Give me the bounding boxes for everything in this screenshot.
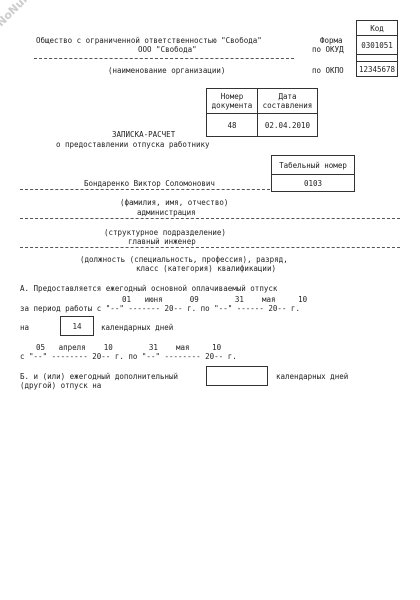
employee-name-underline (20, 189, 270, 190)
position-value: главный инженер (128, 237, 196, 246)
section-a-dates-values: 05 апреля 10 31 мая 10 (36, 343, 222, 352)
department-caption: (структурное подразделение) (104, 228, 226, 237)
position-caption-2: класс (категория) квалификации) (136, 264, 276, 273)
org-short-name: ООО "Свобода" (138, 45, 197, 54)
okpo-code: 12345678 (356, 61, 398, 77)
department-value: администрация (137, 208, 196, 217)
okud-label: по ОКУД (312, 45, 344, 54)
org-caption: (наименование организации) (108, 66, 226, 75)
section-b-days-box (206, 366, 268, 386)
section-a-na-label: на (20, 323, 30, 332)
doc-date-value: 02.04.2010 (257, 113, 318, 137)
section-a-heading: А. Предоставляется ежегодный основной оп… (20, 284, 278, 293)
org-name-underline (34, 58, 294, 59)
section-a-days-label: календарных дней (101, 323, 174, 332)
section-a-period-line: за период работы с "--" ------- 20-- г. … (20, 304, 300, 313)
position-caption-1: (должность (специальность, профессия), р… (80, 255, 288, 264)
doc-number-header: Номер документа (206, 88, 258, 114)
section-a-days-box: 14 (60, 316, 94, 336)
tab-number-value: 0103 (271, 174, 355, 192)
section-b-days-label: календарных дней (276, 372, 349, 381)
watermark: NoNumber.ru (0, 0, 61, 29)
employee-name: Бондаренко Виктор Соломонович (84, 179, 215, 188)
section-a-period-values: 01 июня 09 31 мая 10 (122, 295, 308, 304)
position-underline (20, 247, 400, 248)
section-b-line-1: Б. и (или) ежегодный дополнительный (20, 372, 179, 381)
document-subtitle: о предоставлении отпуска работнику (56, 140, 210, 149)
org-name: Общество с ограниченной ответственностью… (36, 36, 262, 45)
section-a-dates-line: с "--" -------- 20-- г. по "--" --------… (20, 352, 237, 361)
section-b-line-2: (другой) отпуск на (20, 381, 102, 390)
kod-header: Код (356, 20, 398, 36)
okud-code: 0301051 (356, 35, 398, 55)
forma-label: Форма (320, 36, 343, 45)
tab-number-header: Табельный номер (271, 155, 355, 175)
department-underline (20, 218, 400, 219)
doc-number-value: 48 (206, 113, 258, 137)
doc-date-header: Дата составления (257, 88, 318, 114)
document-title: ЗАПИСКА-РАСЧЕТ (112, 130, 176, 139)
okpo-label: по ОКПО (312, 66, 344, 75)
employee-name-caption: (фамилия, имя, отчество) (120, 198, 229, 207)
